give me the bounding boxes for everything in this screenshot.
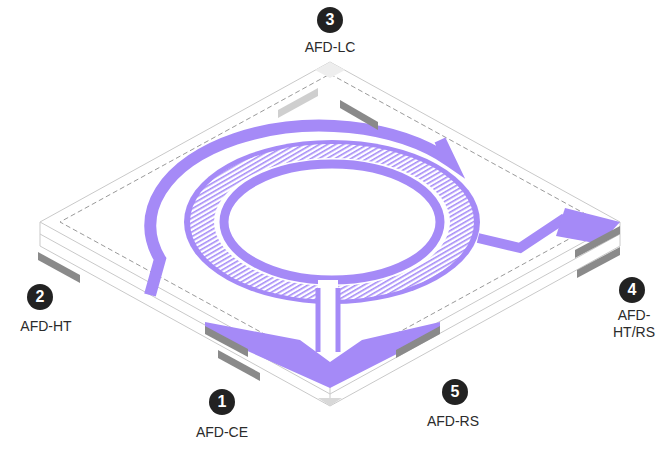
callout-number: 3 bbox=[326, 12, 335, 28]
contact-pads bbox=[38, 88, 620, 381]
part-name: AFD-CE bbox=[196, 424, 248, 441]
part-name: AFD-HT/RS bbox=[608, 307, 660, 341]
chip-body bbox=[40, 62, 620, 406]
part-name: AFD-RS bbox=[427, 413, 479, 430]
callout-number: 5 bbox=[451, 384, 460, 400]
callout-number: 2 bbox=[36, 289, 45, 305]
part-name: AFD-HT bbox=[20, 318, 71, 335]
callout-number: 4 bbox=[628, 282, 637, 298]
callout-circles bbox=[27, 7, 645, 415]
sensor-traces bbox=[150, 126, 620, 388]
part-name: AFD-LC bbox=[305, 39, 356, 56]
callout-number: 1 bbox=[218, 394, 227, 410]
